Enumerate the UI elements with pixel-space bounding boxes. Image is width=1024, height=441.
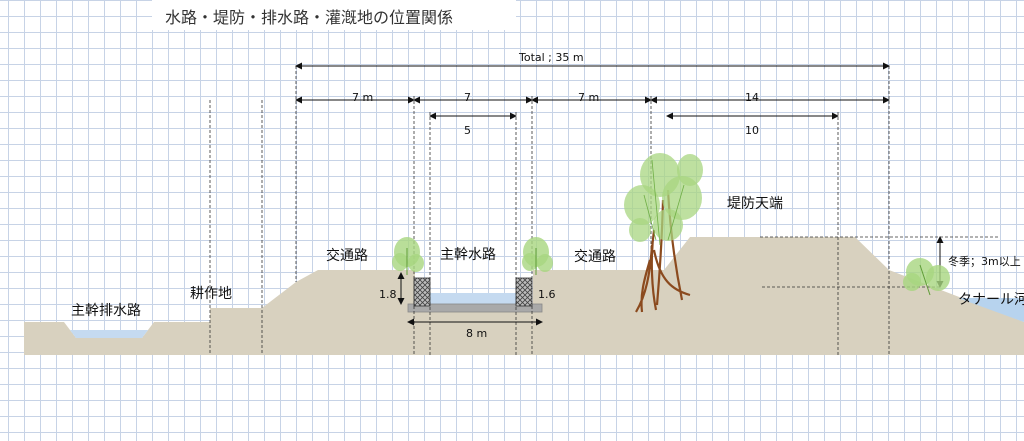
- canal-water: [430, 293, 516, 305]
- ground-profile: [24, 237, 1024, 355]
- total-dimension: Total ; 35 m: [519, 51, 584, 64]
- shrub-icon: [903, 258, 950, 291]
- canal-base-dimension: 8 m: [466, 327, 488, 340]
- winter-height-dimension: 冬季；3m以上: [948, 255, 1021, 268]
- levee-crest-label: 堤防天端: [727, 196, 783, 212]
- height-right-dimension: 1.6: [538, 288, 556, 301]
- canal-inner-dimension: 5: [464, 124, 471, 137]
- title-background: [152, 0, 516, 30]
- diagram-title: 水路・堤防・排水路・灌漑地の位置関係: [165, 8, 454, 27]
- road-right-dimension: 7 m: [578, 91, 600, 104]
- main-canal-label: 主幹水路: [440, 247, 496, 263]
- shrub-icon: [522, 237, 553, 272]
- canal-outer-dimension: 7: [464, 91, 471, 104]
- levee-inner-dimension: 10: [745, 124, 759, 137]
- levee-outer-dimension: 14: [745, 91, 759, 104]
- drain-water: [70, 330, 148, 338]
- river-label: タナール河: [958, 292, 1024, 308]
- farmland-label: 耕作地: [190, 286, 232, 302]
- main-drain-label: 主幹排水路: [71, 303, 141, 319]
- height-left-dimension: 1.8: [379, 288, 397, 301]
- road-right-label: 交通路: [574, 249, 616, 265]
- gabion-left: [413, 277, 431, 307]
- shrub-icon: [392, 237, 424, 272]
- dimension-arrows: [295, 62, 944, 326]
- tree-icon: [624, 153, 703, 313]
- road-left-dimension: 7 m: [352, 91, 374, 104]
- gabion-right: [515, 277, 533, 307]
- guide-lines: [209, 66, 1000, 355]
- canal-base: [407, 303, 543, 313]
- river-water: [958, 298, 1024, 322]
- road-left-label: 交通路: [326, 248, 368, 264]
